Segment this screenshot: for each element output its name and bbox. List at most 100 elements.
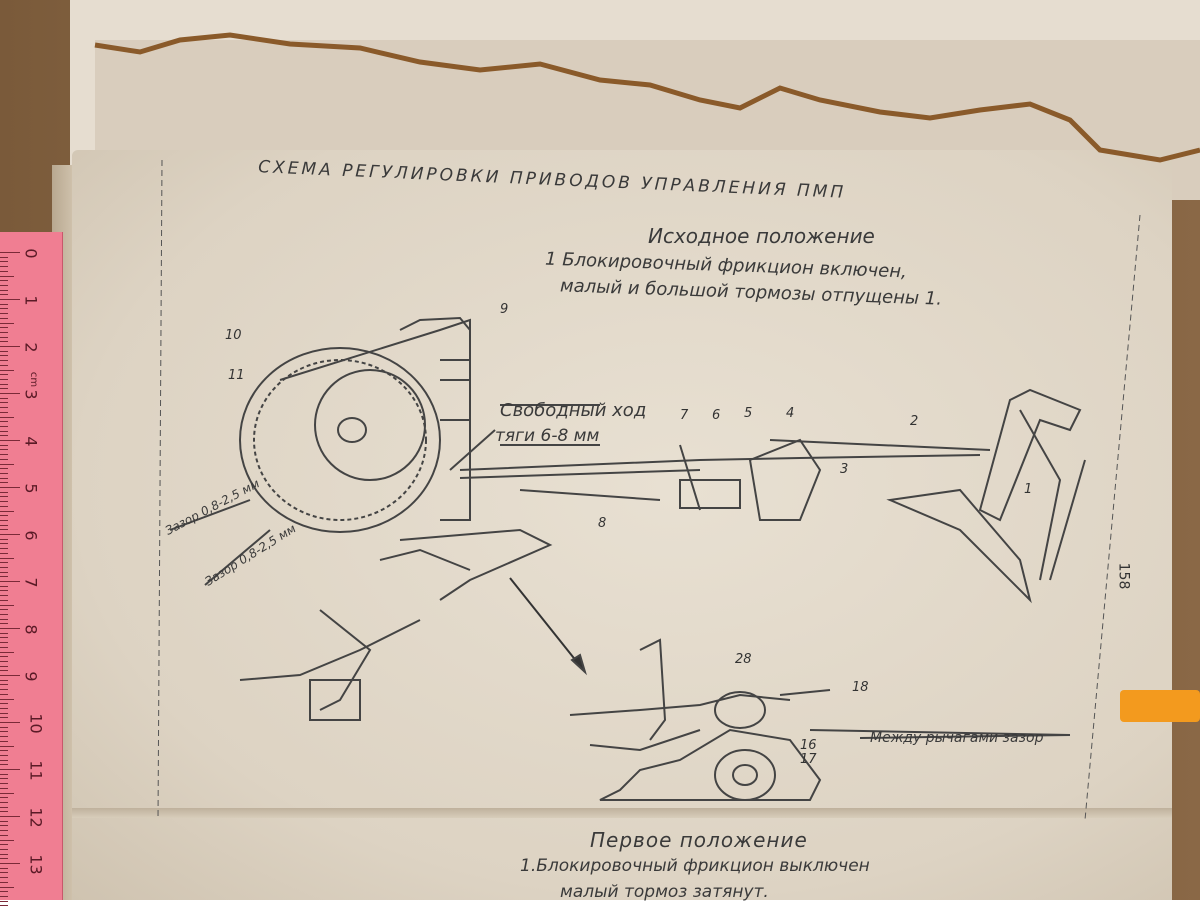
ruler-tick (0, 289, 8, 291)
label-2: 2 (910, 414, 919, 429)
ruler-tick (0, 303, 8, 305)
ruler-tick (0, 477, 8, 479)
ruler-tick (0, 740, 8, 742)
ruler-tick (0, 881, 8, 883)
ruler-tick (0, 848, 8, 850)
ruler-tick (0, 834, 8, 836)
ruler-tick (0, 482, 8, 484)
subtitle: Исходное положение (648, 224, 875, 248)
ruler-tick (0, 900, 8, 902)
ruler-tick (0, 294, 8, 296)
ruler-tick (0, 275, 14, 277)
ruler-tick (0, 397, 8, 399)
ruler-tick (0, 383, 8, 385)
page-gutter (72, 808, 1172, 818)
orange-clip (1120, 690, 1200, 722)
ruler-number: 6 (21, 530, 41, 541)
ruler-tick (0, 515, 8, 517)
ruler-tick (0, 811, 8, 813)
ruler-tick (0, 378, 8, 380)
ruler-number: 5 (21, 483, 41, 494)
ruler-tick (0, 783, 8, 785)
ruler-unit: cm (28, 371, 40, 388)
ruler-tick (0, 844, 8, 846)
ruler-tick (0, 877, 8, 879)
ruler-tick (0, 646, 8, 648)
ruler-tick (0, 468, 8, 470)
ruler-tick (0, 360, 8, 362)
ruler-tick (0, 853, 8, 855)
ruler-tick (0, 562, 8, 564)
ruler-number: 11 (26, 760, 46, 781)
ruler-tick (0, 806, 8, 808)
ruler-tick (0, 416, 14, 418)
ruler-tick (0, 444, 8, 446)
ruler-tick (0, 313, 8, 315)
ruler-tick (0, 726, 8, 728)
ruler-tick (0, 750, 8, 752)
free-play-value: тяги 6-8 мм (495, 426, 600, 446)
ruler-tick (0, 501, 8, 503)
ruler-tick (0, 759, 8, 761)
ruler-tick (0, 773, 8, 775)
ruler-number: 2 (21, 342, 41, 353)
ruler-tick (0, 557, 14, 559)
ruler-tick (0, 858, 8, 860)
ruler-number: 0 (21, 248, 41, 259)
ruler-tick (0, 566, 8, 568)
label-5: 5 (744, 406, 753, 421)
ruler-tick (0, 336, 8, 338)
label-28: 28 (735, 652, 752, 667)
ruler-tick (0, 402, 8, 404)
ruler-tick (0, 510, 14, 512)
ruler-tick (0, 585, 8, 587)
label-1: 1 (1024, 482, 1033, 497)
label-10: 10 (225, 328, 242, 343)
ruler-tick (0, 613, 8, 615)
ruler-tick (0, 571, 8, 573)
ruler-tick (0, 745, 14, 747)
ruler-number: 9 (21, 671, 41, 682)
ruler-number: 7 (21, 577, 41, 588)
ruler-tick (0, 872, 8, 874)
ruler-tick (0, 820, 8, 822)
ruler-tick (0, 322, 14, 324)
ruler-number: 8 (21, 624, 41, 635)
ruler-tick (0, 543, 8, 545)
ruler-tick (0, 722, 20, 723)
ruler-number: 4 (21, 436, 41, 447)
ruler-tick (0, 341, 8, 343)
ruler-tick (0, 256, 8, 258)
ruler-tick (0, 689, 8, 691)
ruler-tick (0, 252, 20, 253)
ruler-tick (0, 651, 14, 653)
ruler-tick (0, 717, 8, 719)
ruler-tick (0, 270, 8, 272)
ruler-tick (0, 299, 20, 300)
ruler-tick (0, 801, 8, 803)
ruler-tick (0, 374, 8, 376)
ruler-number: 10 (26, 713, 46, 734)
ruler-tick (0, 266, 8, 268)
ruler-tick (0, 754, 8, 756)
ruler-tick (0, 684, 8, 686)
ruler-tick (0, 595, 8, 597)
ruler-tick (0, 769, 20, 770)
ruler-tick (0, 519, 8, 521)
ruler-tick (0, 693, 8, 695)
ruler-tick (0, 472, 8, 474)
ruler-tick (0, 388, 8, 390)
page-number: 158 (1115, 562, 1132, 590)
ruler-tick (0, 604, 14, 606)
ruler-number: 12 (26, 807, 46, 828)
ruler-tick (0, 463, 14, 465)
ruler-tick (0, 576, 8, 578)
ruler-tick (0, 825, 8, 827)
ruler-tick (0, 458, 8, 460)
ruler-tick (0, 886, 14, 888)
ruler-tick (0, 454, 8, 456)
ruler-tick (0, 787, 8, 789)
ruler-tick (0, 863, 20, 864)
free-play-label: Свободный ход (500, 400, 647, 421)
